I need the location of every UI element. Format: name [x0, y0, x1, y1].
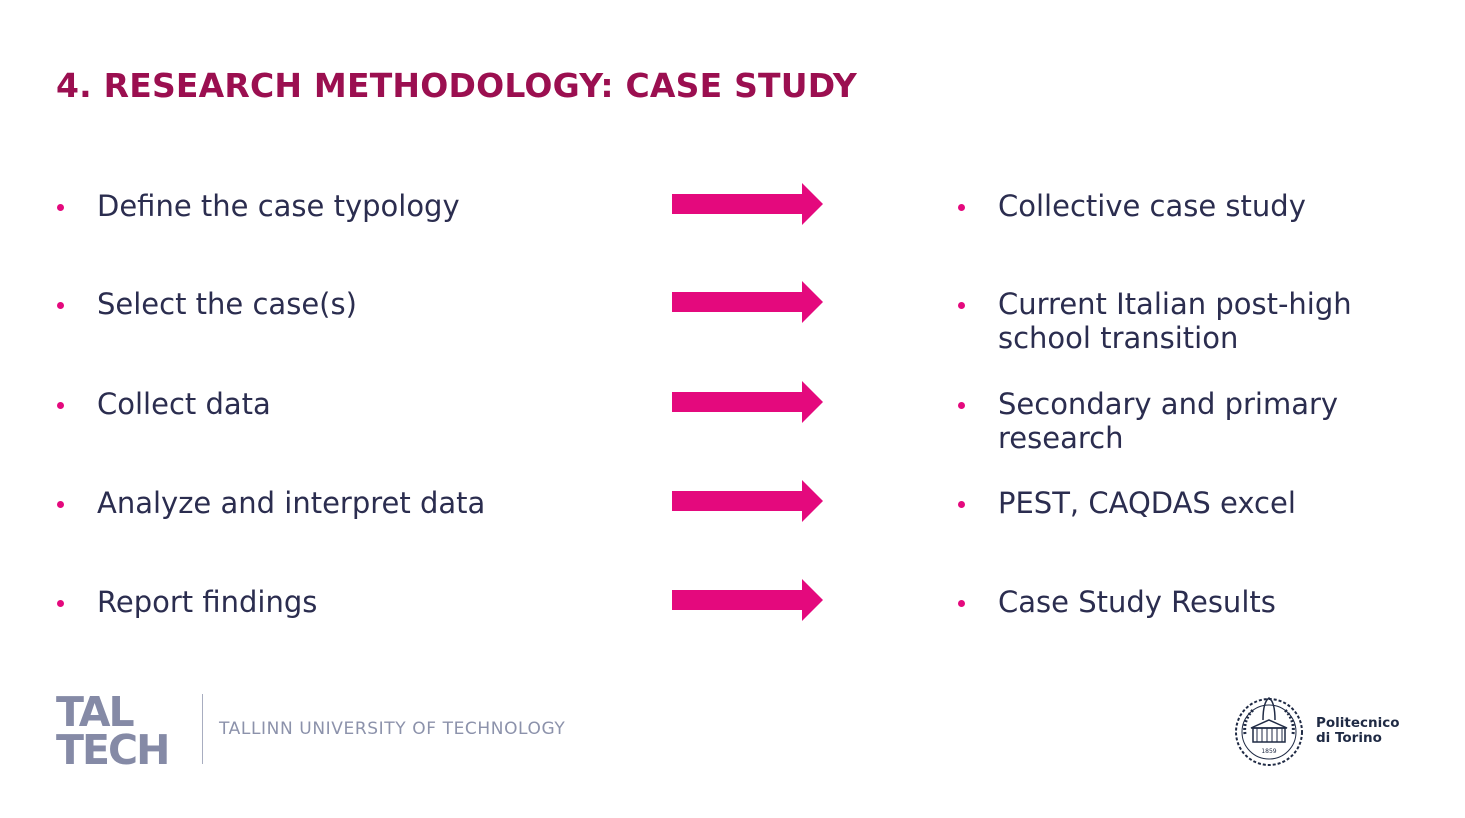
seal-year: 1859	[1261, 748, 1276, 755]
taltech-logo-line1: TAL	[56, 692, 134, 736]
step-text: Select the case(s)	[97, 287, 357, 321]
bullet-icon	[57, 204, 64, 211]
step-text: Define the case typology	[97, 189, 460, 223]
bullet-icon	[57, 600, 64, 607]
outcome-text: Collective case study	[998, 189, 1306, 223]
outcome-text: Case Study Results	[998, 585, 1276, 619]
slide-title: 4. RESEARCH METHODOLOGY: CASE STUDY	[56, 66, 858, 105]
right-arrow-icon	[672, 480, 823, 522]
outcome-text: PEST, CAQDAS excel	[998, 486, 1296, 520]
bullet-icon	[958, 204, 965, 211]
right-arrow-icon	[672, 183, 823, 225]
outcome-line: Current Italian post-high	[998, 287, 1352, 321]
outcome-text: Current Italian post-high school transit…	[998, 287, 1352, 355]
outcome-line: school transition	[998, 321, 1239, 355]
outcome-line: research	[998, 421, 1124, 455]
step-text: Collect data	[97, 387, 271, 421]
polito-name-line1: Politecnico	[1316, 715, 1400, 731]
outcome-line: Case Study Results	[998, 585, 1276, 619]
polito-name: Politecnico di Torino	[1316, 716, 1400, 746]
outcome-line: Secondary and primary	[998, 387, 1339, 421]
bullet-icon	[958, 600, 965, 607]
taltech-logo: TAL TECH	[56, 692, 170, 766]
bullet-icon	[57, 402, 64, 409]
right-arrow-icon	[672, 579, 823, 621]
taltech-logo-line2: TECH	[56, 726, 168, 766]
step-text: Report findings	[97, 585, 318, 619]
outcome-line: PEST, CAQDAS excel	[998, 486, 1296, 520]
polito-seal-logo: 1859	[1235, 697, 1303, 766]
footer-divider	[202, 694, 203, 764]
polito-name-line2: di Torino	[1316, 730, 1382, 746]
right-arrow-icon	[672, 381, 823, 423]
bullet-icon	[958, 501, 965, 508]
bullet-icon	[57, 501, 64, 508]
outcome-text: Secondary and primary research	[998, 387, 1338, 455]
right-arrow-icon	[672, 281, 823, 323]
university-name: TALLINN UNIVERSITY OF TECHNOLOGY	[219, 719, 566, 739]
bullet-icon	[958, 402, 965, 409]
step-text: Analyze and interpret data	[97, 486, 486, 520]
outcome-line: Collective case study	[998, 189, 1306, 223]
bullet-icon	[57, 302, 64, 309]
bullet-icon	[958, 302, 965, 309]
